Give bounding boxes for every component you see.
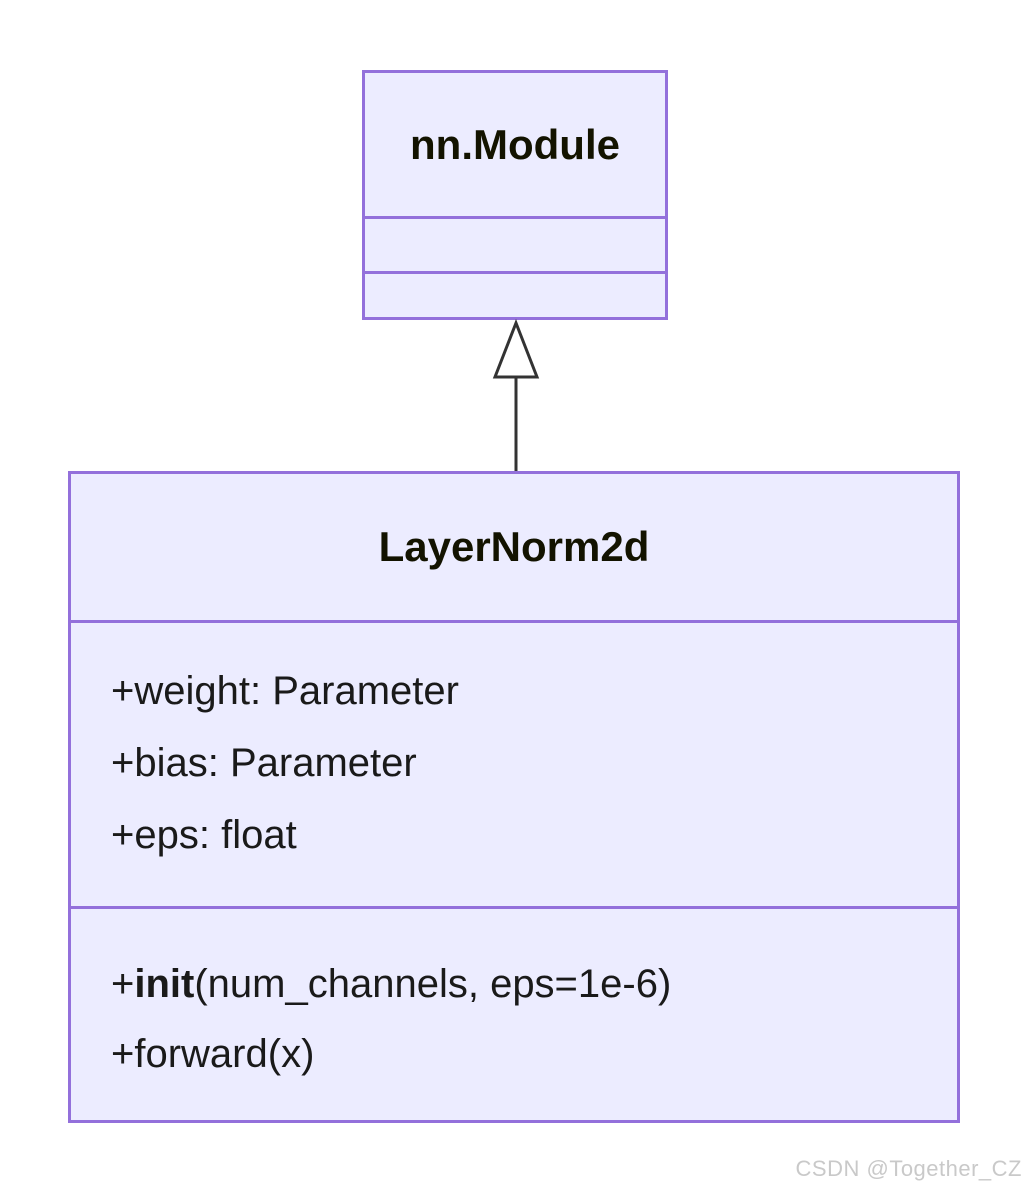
attribute-row: +bias: Parameter bbox=[111, 741, 417, 785]
hollow-triangle-arrowhead-icon bbox=[492, 318, 540, 379]
method-visibility-prefix: + bbox=[111, 962, 135, 1006]
class-box-layernorm2d: LayerNorm2d +weight: Parameter +bias: Pa… bbox=[68, 471, 960, 1123]
method-name: init bbox=[134, 962, 195, 1006]
layernorm2d-methods-compartment: +init(num_channels, eps=1e-6) +forward(x… bbox=[71, 906, 957, 1120]
attribute-row: +weight: Parameter bbox=[111, 669, 459, 713]
attribute-row: +eps: float bbox=[111, 813, 297, 857]
method-params: (x) bbox=[267, 1032, 315, 1076]
method-row: +forward(x) bbox=[111, 1019, 937, 1089]
class-name-label: nn.Module bbox=[410, 120, 620, 168]
method-visibility-prefix: + bbox=[111, 1032, 135, 1076]
class-box-nn-module: nn.Module bbox=[362, 70, 668, 320]
nn-module-methods-compartment bbox=[365, 271, 665, 317]
method-params: (num_channels, eps=1e-6) bbox=[194, 962, 672, 1006]
class-title-layernorm2d: LayerNorm2d bbox=[71, 474, 957, 620]
class-title-nn-module: nn.Module bbox=[365, 73, 665, 216]
nn-module-attributes-compartment bbox=[365, 216, 665, 271]
method-row: +init(num_channels, eps=1e-6) bbox=[111, 949, 937, 1019]
layernorm2d-attributes-compartment: +weight: Parameter +bias: Parameter +eps… bbox=[71, 620, 957, 906]
watermark: CSDN @Together_CZ bbox=[795, 1156, 1022, 1181]
method-name: forward bbox=[134, 1032, 268, 1076]
class-name-label: LayerNorm2d bbox=[378, 523, 650, 570]
